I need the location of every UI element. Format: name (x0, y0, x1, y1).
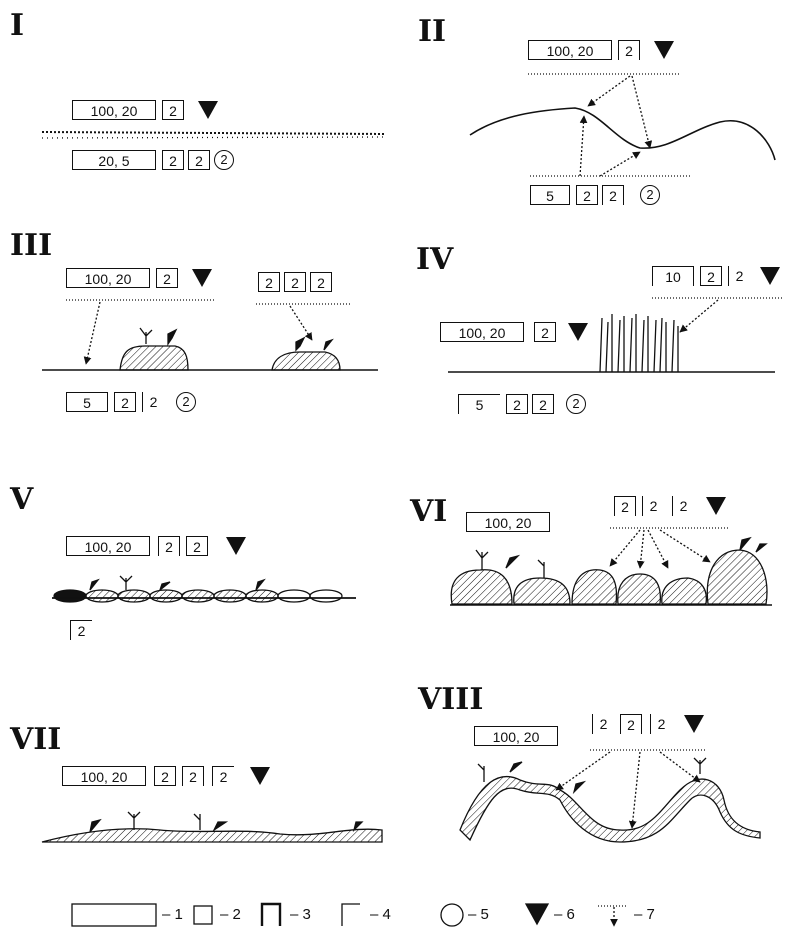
legend-symbol-1 (71, 903, 157, 927)
panel-viii-right-box-3: 2 (650, 714, 672, 734)
panel-vii-triangle-icon (250, 767, 270, 785)
panel-viii-left-box-1: 100, 20 (474, 726, 558, 746)
panel-viii-right-box-2: 2 (620, 714, 642, 734)
panel-iii-bottom-box-2: 2 (114, 392, 136, 412)
panel-vi-triangle-icon (706, 497, 726, 515)
panel-iii-mound-1 (119, 345, 189, 371)
panel-label-ii: II (418, 14, 447, 49)
panel-iv-right-triangle-icon (760, 267, 780, 285)
panel-i-ground (41, 131, 386, 135)
panel-v-triangle-icon (226, 537, 246, 555)
panel-v-top-box-3: 2 (186, 536, 208, 556)
panel-viii-triangle-icon (684, 715, 704, 733)
legend-label-1: – 1 (162, 906, 183, 923)
panel-iv-bottom-box-1: 5 (458, 394, 500, 414)
panel-vi-right-box-2: 2 (642, 496, 664, 516)
panel-iv-left-box-1: 100, 20 (440, 322, 524, 342)
panel-viii-ground (459, 775, 761, 843)
legend-symbol-3 (260, 902, 282, 926)
panel-iv-right-box-3: 2 (728, 266, 750, 286)
panel-label-vii: VII (10, 722, 62, 757)
panel-vi-hummocks (450, 549, 772, 606)
panel-v-top-box-2: 2 (158, 536, 180, 556)
panel-iv-left-triangle-icon (568, 323, 588, 341)
panel-iii-top-box-2: 2 (156, 268, 178, 288)
panel-vii-top-box-3: 2 (182, 766, 204, 786)
panel-label-iv: IV (416, 242, 454, 277)
legend-label-7: – 7 (634, 906, 655, 923)
panel-i-triangle-icon (198, 101, 218, 119)
panel-ii-top-box-1: 100, 20 (528, 40, 612, 60)
panel-label-v: V (10, 482, 34, 517)
legend-symbol-6 (524, 903, 550, 926)
panel-ii-triangle-icon (654, 41, 674, 59)
panel-v-hummocks (52, 589, 356, 603)
panel-iii-plant-2 (167, 328, 178, 347)
panel-ii-bottom-box-3: 2 (602, 185, 624, 205)
panel-iv-circle: 2 (566, 394, 586, 414)
legend-label-5: – 5 (468, 906, 489, 923)
panel-i-circle: 2 (214, 150, 234, 170)
panel-i-top-box-1: 100, 20 (72, 100, 156, 120)
panel-iv-right-box-2: 2 (700, 266, 722, 286)
panel-iii-right-box-2: 2 (284, 272, 306, 292)
panel-iv-bottom-box-2: 2 (506, 394, 528, 414)
legend-symbol-5 (440, 903, 464, 927)
panel-i-top-box-2: 2 (162, 100, 184, 120)
panel-iii-right-box-3: 2 (310, 272, 332, 292)
panel-ii-bottom-box-2: 2 (576, 185, 598, 205)
legend-label-4: – 4 (370, 906, 391, 923)
panel-iv-grass-tuft (599, 314, 679, 373)
panel-ii-ground (469, 107, 776, 161)
panel-i-bottom-box-1: 20, 5 (72, 150, 156, 170)
legend-symbol-2 (193, 905, 213, 925)
panel-iii-mound-2 (271, 351, 341, 371)
panel-iii-bottom-box-1: 5 (66, 392, 108, 412)
legend-symbol-4 (341, 903, 360, 926)
panel-label-viii: VIII (418, 682, 484, 717)
panel-vi-right-box-1: 2 (614, 496, 636, 516)
panel-iv-left-box-2: 2 (534, 322, 556, 342)
panel-i-bottom-box-2: 2 (162, 150, 184, 170)
panel-viii-right-box-1: 2 (592, 714, 614, 734)
panel-iii-right-box-1: 2 (258, 272, 280, 292)
panel-iii-bottom-box-3: 2 (142, 392, 164, 412)
panel-label-vi: VI (410, 494, 448, 529)
panel-vii-top-box-4: 2 (212, 766, 234, 786)
panel-vi-left-box-1: 100, 20 (466, 512, 550, 532)
panel-v-top-box-1: 100, 20 (66, 536, 150, 556)
panel-i-ground-dots (41, 136, 386, 139)
panel-ii-top-box-2: 2 (618, 40, 640, 60)
panel-vii-top-box-1: 100, 20 (62, 766, 146, 786)
panel-iii-top-box-1: 100, 20 (66, 268, 150, 288)
panel-label-iii: III (10, 228, 53, 263)
legend-label-2: – 2 (220, 906, 241, 923)
panel-iv-right-box-1: 10 (652, 266, 694, 286)
panel-iii-triangle-icon (192, 269, 212, 287)
legend-label-3: – 3 (290, 906, 311, 923)
panel-vii-top-box-2: 2 (154, 766, 176, 786)
legend-label-6: – 6 (554, 906, 575, 923)
panel-i-bottom-box-3: 2 (188, 150, 210, 170)
panel-v-bottom-box-1: 2 (70, 620, 92, 640)
panel-ii-bottom-box-1: 5 (530, 185, 570, 205)
panel-iii-circle: 2 (176, 392, 196, 412)
panel-iii-plant-1 (139, 327, 153, 344)
panel-vi-right-box-3: 2 (672, 496, 694, 516)
panel-iv-bottom-box-3: 2 (532, 394, 554, 414)
panel-label-i: I (10, 8, 25, 43)
panel-vii-ground (41, 828, 383, 843)
panel-ii-circle: 2 (640, 185, 660, 205)
